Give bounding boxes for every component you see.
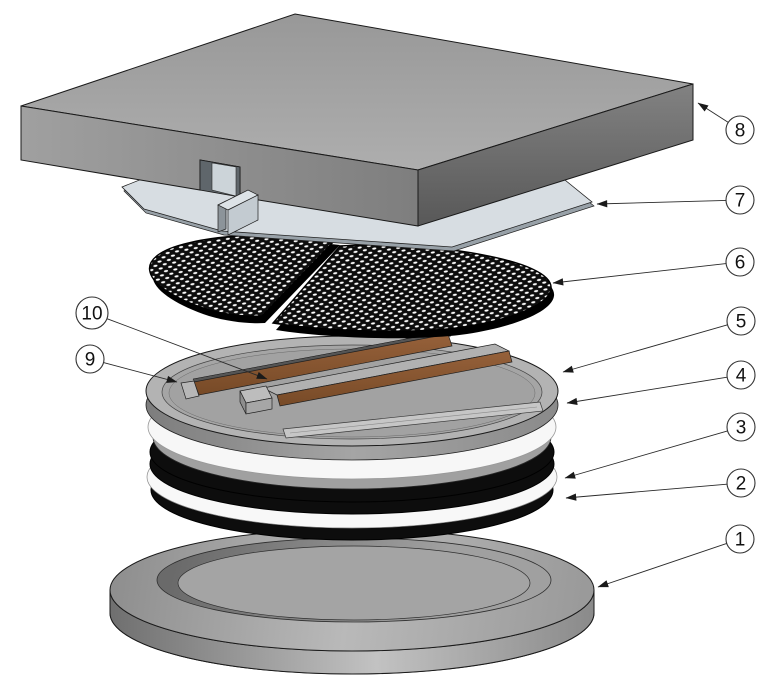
callout-10: 10	[75, 296, 268, 380]
callout-3: 3	[564, 412, 756, 479]
copper-bar-right	[239, 343, 513, 415]
leader-line-1	[597, 543, 727, 588]
callout-circle-5	[726, 306, 756, 336]
leader-line-8	[697, 102, 729, 123]
callout-4: 4	[566, 360, 756, 405]
leader-line-10	[106, 318, 268, 380]
callout-8: 8	[697, 102, 755, 145]
callout-number-5: 5	[736, 312, 747, 333]
callout-number-10: 10	[81, 304, 102, 325]
callout-circle-10	[75, 296, 109, 330]
callout-2: 2	[565, 468, 756, 501]
copper-bar-left-endcap	[180, 380, 200, 400]
base-bowl	[109, 528, 595, 675]
leader-line-4	[566, 376, 728, 405]
leader-line-9	[103, 362, 178, 383]
callout-number-8: 8	[735, 121, 746, 142]
copper-bar-right-face	[276, 350, 513, 407]
sheet-tab-front	[227, 194, 259, 236]
copper-bar-right-block-lower	[245, 397, 273, 415]
callout-6: 6	[552, 247, 755, 286]
callout-number-6: 6	[735, 253, 746, 274]
callout-number-3: 3	[736, 418, 747, 439]
bowl-cavity-floor	[177, 545, 531, 621]
callout-circle-4	[726, 360, 756, 390]
callouts: 1 2 3 4 5 6 7 8 9 10	[75, 102, 756, 588]
callout-9: 9	[75, 344, 178, 383]
callout-circle-6	[725, 247, 755, 277]
callout-number-1: 1	[735, 530, 746, 551]
leader-line-5	[562, 324, 728, 373]
electrode-disc-assembly	[145, 330, 559, 490]
callout-1: 1	[597, 524, 755, 588]
mesh-halves	[148, 233, 555, 339]
callout-number-7: 7	[735, 191, 746, 212]
callout-circle-8	[725, 115, 755, 145]
leader-line-6	[552, 263, 727, 286]
callout-number-9: 9	[85, 350, 96, 371]
leader-line-2	[565, 483, 728, 501]
callout-5: 5	[562, 306, 756, 373]
callout-circle-2	[726, 468, 756, 498]
callout-7: 7	[596, 185, 755, 215]
disc-groove	[282, 401, 544, 439]
callout-number-4: 4	[736, 366, 747, 387]
callout-circle-3	[726, 412, 756, 442]
sheet-tab-in-notch	[211, 162, 237, 197]
top-plate	[20, 13, 694, 227]
callout-circle-9	[75, 344, 105, 374]
top-plate-right-face	[417, 83, 694, 227]
leader-line-3	[564, 430, 728, 479]
callout-circle-1	[725, 524, 755, 554]
leader-line-7	[596, 199, 727, 208]
callout-number-2: 2	[736, 474, 747, 495]
copper-bar-left	[180, 330, 453, 400]
cover-sheet-tab	[217, 189, 259, 236]
callout-circle-7	[725, 185, 755, 215]
